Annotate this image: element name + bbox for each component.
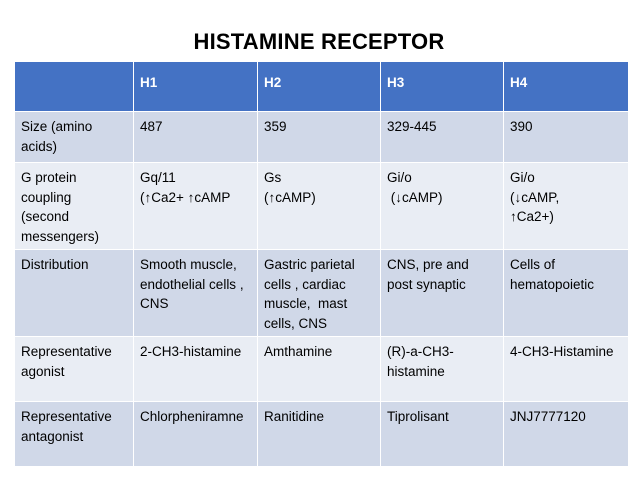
table-row: Distribution Smooth muscle, endothelial … [14,249,629,337]
cell-text-line: CNS, pre and [387,257,469,272]
cell-text-line: cells , cardiac [264,276,346,292]
cell-text-line: Gs [264,170,282,185]
table-row: Representative agonist 2-CH3-histamine A… [14,336,629,402]
row-label-cell: Representative antagonist [14,401,134,467]
cell-text-line: Amthamine [264,344,333,359]
cell-text-line: (↑cAMP) [264,189,316,205]
table-cell: Chlorpheniramne [133,401,258,467]
cell-text-line: 487 [140,119,163,134]
cell-text-line: endothelial cells , [140,276,244,292]
cell-text-line: 359 [264,119,287,134]
cell-text-line: (↓cAMP) [387,189,443,205]
table-cell: Cells of hematopoietic [503,249,629,337]
cell-text-line: Gq/11 [140,170,176,185]
cell-text-line: Gi/o [510,170,535,185]
cell-text-line: (R)-a-CH3- [387,344,454,359]
row-label-cell: Representative agonist [14,336,134,402]
cell-text-line: 329-445 [387,119,437,134]
table-cell: Ranitidine [257,401,381,467]
table-cell: 329-445 [380,111,504,163]
cell-text-line: Chlorpheniramne [140,409,244,424]
table-cell: CNS, pre and post synaptic [380,249,504,337]
cell-text-line: 2-CH3-histamine [140,344,242,359]
table-row: G protein coupling (second messengers) G… [14,162,629,250]
cell-text-line: Cells of [510,257,556,272]
table-cell: Gastric parietal cells , cardiac muscle,… [257,249,381,337]
table-cell: 359 [257,111,381,163]
table-cell: (R)-a-CH3- histamine [380,336,504,402]
table-header-row: H1 H2 H3 H4 [14,61,629,112]
cell-text-line: muscle, mast [264,296,348,311]
cell-text-line: Representative [21,344,112,359]
cell-text-line: Smooth muscle, [140,257,237,272]
cell-text-line: messengers) [21,228,100,244]
cell-text-line: Tiprolisant [387,409,449,424]
cell-text-line: hematopoietic [510,276,595,292]
cell-text-line: ↑Ca2+) [510,209,554,224]
cell-text-line: histamine [387,363,445,379]
cell-text-line: acids) [21,138,58,154]
cell-text-line: 4-CH3-Histamine [510,344,614,359]
table-cell: Gi/o (↓cAMP, ↑Ca2+) [503,162,629,250]
header-h2: H2 [257,61,381,112]
cell-text-line: (↑Ca2+ ↑cAMP [140,189,231,205]
table-cell: 2-CH3-histamine [133,336,258,402]
cell-text-line: Size (amino [21,119,93,134]
cell-text-line: post synaptic [387,276,466,292]
cell-text-line: Distribution [21,257,89,272]
histamine-receptor-table: H1 H2 H3 H4 Size (amino acids) 487 359 3… [14,61,629,467]
cell-text-line: cells, CNS [264,315,328,331]
table-cell: Gq/11 (↑Ca2+ ↑cAMP [133,162,258,250]
table-cell: Amthamine [257,336,381,402]
table-cell: JNJ7777120 [503,401,629,467]
table-cell: Gs (↑cAMP) [257,162,381,250]
cell-text-line: Ranitidine [264,409,325,424]
header-h4: H4 [503,61,629,112]
header-corner-cell [14,61,134,112]
cell-text-line: Gastric parietal [264,257,355,272]
row-label-cell: Distribution [14,249,134,337]
cell-text-line: (↓cAMP, [510,189,560,205]
row-label-cell: G protein coupling (second messengers) [14,162,134,250]
cell-text-line: CNS [140,296,169,311]
table-row: Size (amino acids) 487 359 329-445 390 [14,111,629,163]
cell-text-line: Representative [21,409,112,424]
header-h3: H3 [380,61,504,112]
cell-text-line: 390 [510,119,533,134]
cell-text-line: G protein [21,170,77,185]
table-cell: 390 [503,111,629,163]
table-cell: Smooth muscle, endothelial cells , CNS [133,249,258,337]
page-title: HISTAMINE RECEPTOR [193,29,445,54]
cell-text-line: (second [21,209,70,224]
table-row: Representative antagonist Chlorpheniramn… [14,401,629,467]
cell-text-line: JNJ7777120 [510,409,586,424]
cell-text-line: agonist [21,363,65,379]
row-label-cell: Size (amino acids) [14,111,134,163]
cell-text-line: Gi/o [387,170,412,185]
cell-text-line: antagonist [21,428,84,444]
table-cell: 487 [133,111,258,163]
cell-text-line: coupling [21,189,72,205]
header-h1: H1 [133,61,258,112]
table-cell: Gi/o (↓cAMP) [380,162,504,250]
table-cell: 4-CH3-Histamine [503,336,629,402]
table-cell: Tiprolisant [380,401,504,467]
